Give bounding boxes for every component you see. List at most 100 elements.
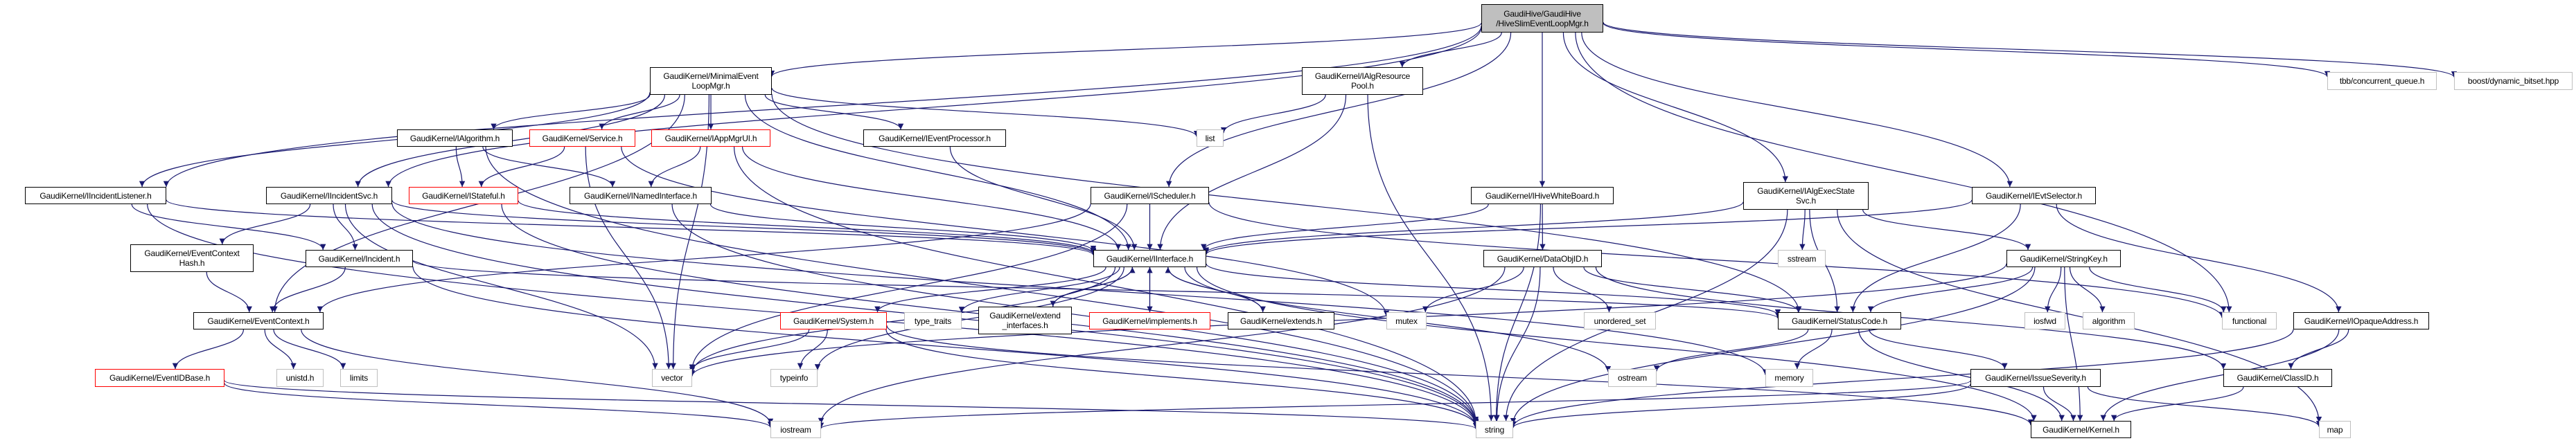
edge-issueseverity-to-kernel: [2043, 386, 2076, 422]
edge-ihivewhiteboard-to-string: [1493, 204, 1542, 422]
node-statuscode[interactable]: GaudiKernel/StatusCode.h: [1778, 312, 1901, 329]
node-incident[interactable]: GaudiKernel/Incident.h: [306, 250, 413, 267]
edge-service-to-vector: [585, 146, 672, 370]
node-sstream: sstream: [1778, 250, 1826, 267]
edge-minimaleventloopmgr-to-service: [599, 94, 680, 130]
node-ialgresourcepool[interactable]: GaudiKernel/IAlgResource Pool.h: [1302, 67, 1423, 95]
node-tbb-concurrent-queue: tbb/concurrent_queue.h: [2327, 72, 2437, 90]
edge-stringkey-to-string: [1510, 266, 2036, 424]
edge-root-to-ialgresourcepool: [1399, 32, 1502, 68]
edge-iinterface-to-system: [874, 266, 1106, 313]
node-iostream: iostream: [770, 421, 821, 438]
edge-extends-to-iinterface: [1165, 266, 1264, 313]
node-limits: limits: [340, 369, 378, 387]
edge-iinterface-to-type-traits: [958, 266, 1120, 313]
node-map: map: [2319, 421, 2351, 438]
node-iinterface[interactable]: GaudiKernel/IInterface.h: [1093, 250, 1206, 267]
node-system[interactable]: GaudiKernel/System.h: [780, 312, 887, 329]
edge-system-to-vector: [689, 329, 810, 371]
edge-stringkey-to-kernel: [2064, 266, 2083, 422]
edge-ievtselector-to-statuscode: [1850, 204, 2021, 313]
edge-iincidentsvc-to-incident: [333, 204, 358, 251]
edge-statuscode-to-ostream: [1653, 329, 1809, 372]
edge-ialgresourcepool-to-string: [1367, 94, 1494, 422]
node-dataobjid[interactable]: GaudiKernel/DataObjID.h: [1483, 250, 1602, 267]
edge-eventidbase-to-string: [224, 380, 1479, 429]
node-boost-dynamic-bitset: boost/dynamic_bitset.hpp: [2454, 72, 2573, 90]
edge-iappmgrui-to-inamedinterface: [648, 146, 701, 188]
edge-iinterface-to-statuscode: [1206, 263, 1781, 316]
edge-service-to-mutex: [621, 146, 1390, 317]
node-minimaleventloopmgr[interactable]: GaudiKernel/MinimalEvent LoopMgr.h: [650, 67, 772, 95]
edge-stringkey-to-statuscode: [1867, 266, 2034, 313]
node-stringkey[interactable]: GaudiKernel/StringKey.h: [2006, 250, 2121, 267]
node-root: GaudiHive/GaudiHive /HiveSlimEventLoopMg…: [1481, 4, 1603, 33]
node-eventcontexthash[interactable]: GaudiKernel/EventContext Hash.h: [130, 244, 254, 272]
edge-eventcontext-to-eventidbase: [172, 329, 245, 370]
edge-statuscode-to-memory: [1794, 329, 1833, 370]
edge-iincidentsvc-to-vector: [344, 204, 658, 370]
node-unordered-set: unordered_set: [1584, 312, 1656, 329]
edge-eventidbase-to-iostream: [224, 383, 773, 428]
node-vector: vector: [652, 369, 692, 387]
edge-system-to-string: [885, 329, 1479, 427]
edge-dataobjid-to-iostream: [818, 266, 1506, 424]
node-service[interactable]: GaudiKernel/Service.h: [529, 129, 635, 147]
edge-statuscode-to-issueseverity: [1869, 329, 2008, 370]
edge-eventcontext-to-unistd: [264, 329, 297, 370]
node-ischeduler[interactable]: GaudiKernel/IScheduler.h: [1091, 187, 1209, 204]
edge-incident-to-statuscode: [412, 260, 1781, 319]
node-typeinfo: typeinfo: [770, 369, 818, 387]
edge-ischeduler-to-vector: [689, 204, 1128, 370]
edge-ialgexecstatesvc-to-sstream: [1799, 209, 1806, 251]
edge-root-to-functional: [1575, 32, 2232, 313]
node-functional: functional: [2222, 312, 2277, 329]
edge-dataobjid-to-mutex: [1422, 266, 1524, 313]
node-ostream: ostream: [1608, 369, 1657, 387]
node-inamedinterface[interactable]: GaudiKernel/INamedInterface.h: [570, 187, 712, 204]
edge-minimaleventloopmgr-to-ieventprocessor: [764, 94, 904, 130]
node-ihivewhiteboard[interactable]: GaudiKernel/IHiveWhiteBoard.h: [1471, 187, 1614, 204]
node-ialgexecstatesvc[interactable]: GaudiKernel/IAlgExecState Svc.h: [1743, 182, 1869, 210]
node-ialgorithm[interactable]: GaudiKernel/IAlgorithm.h: [397, 129, 513, 147]
edge-eventcontexthash-to-eventcontext: [206, 271, 252, 313]
edge-iinterface-to-kernel: [1196, 266, 2037, 422]
edge-iinterface-to-extend-interfaces: [1050, 266, 1133, 307]
edge-root-to-tbb-concurrent-queue: [1603, 22, 2330, 78]
edge-inamedinterface-to-iinterface: [709, 204, 1097, 252]
node-eventcontext[interactable]: GaudiKernel/EventContext.h: [193, 312, 324, 329]
node-iosfwd: iosfwd: [2024, 312, 2065, 329]
node-list: list: [1197, 129, 1224, 147]
node-classid[interactable]: GaudiKernel/ClassID.h: [2223, 369, 2332, 387]
edge-issueseverity-to-iostream: [818, 380, 1971, 429]
node-eventidbase[interactable]: GaudiKernel/EventIDBase.h: [95, 369, 224, 387]
edge-iincidentlistener-to-iinterface: [166, 199, 1096, 256]
edge-stringkey-to-algorithm: [2069, 266, 2106, 313]
node-iincidentlistener[interactable]: GaudiKernel/IIncidentListener.h: [25, 187, 166, 204]
node-kernel[interactable]: GaudiKernel/Kernel.h: [2031, 421, 2131, 438]
edge-incident-to-string: [412, 266, 1479, 427]
edge-iopaqueaddress-to-classid: [2288, 329, 2349, 370]
node-ieventprocessor[interactable]: GaudiKernel/IEventProcessor.h: [863, 129, 1006, 147]
edge-ischeduler-to-eventcontext: [317, 204, 1091, 313]
edge-incident-to-eventcontext: [270, 266, 346, 313]
edge-iincidentsvc-to-iinterface: [391, 200, 1096, 255]
edge-ialgexecstatesvc-to-iinterface: [1203, 201, 1744, 253]
node-ievtselector[interactable]: GaudiKernel/IEvtSelector.h: [1972, 187, 2096, 204]
node-mutex: mutex: [1386, 312, 1427, 329]
node-istateful[interactable]: GaudiKernel/IStateful.h: [409, 187, 518, 204]
edge-iinterface-to-extends: [1167, 266, 1266, 313]
edge-ialgresourcepool-to-iinterface: [1157, 94, 1347, 251]
edge-dataobjid-to-string: [1494, 266, 1541, 422]
node-iopaqueaddress[interactable]: GaudiKernel/IOpaqueAddress.h: [2293, 312, 2429, 329]
node-extend-interfaces[interactable]: GaudiKernel/extend _interfaces.h: [978, 307, 1072, 334]
node-issueseverity[interactable]: GaudiKernel/IssueSeverity.h: [1970, 369, 2101, 387]
edge-classid-to-kernel: [2111, 386, 2244, 422]
node-implements[interactable]: GaudiKernel/implements.h: [1089, 312, 1210, 329]
edge-ialgresourcepool-to-list: [1220, 94, 1326, 134]
node-extends[interactable]: GaudiKernel/extends.h: [1228, 312, 1334, 329]
node-iincidentsvc[interactable]: GaudiKernel/IIncidentSvc.h: [266, 187, 392, 204]
edge-dataobjid-to-statuscode: [1583, 266, 1801, 313]
node-iappmgrui[interactable]: GaudiKernel/IAppMgrUI.h: [651, 129, 770, 147]
